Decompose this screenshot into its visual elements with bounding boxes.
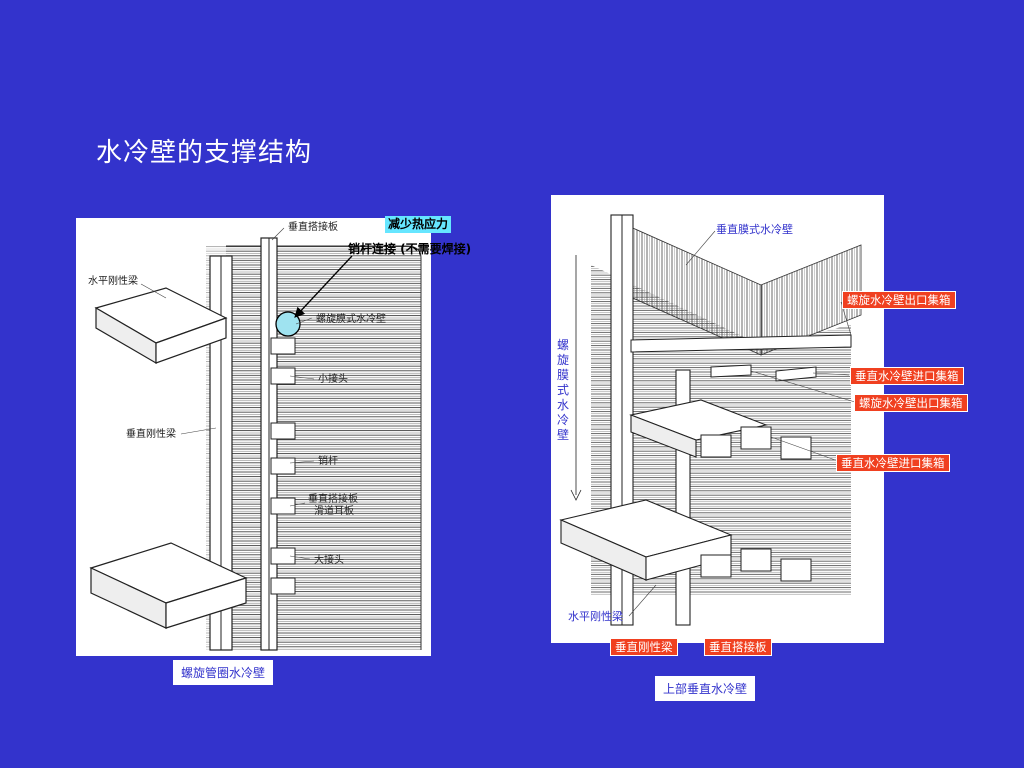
spiral-wall-support-drawing: 垂直搭接板 水平刚性梁 螺旋膜式水冷壁 小接头 垂直刚性梁 销杆 垂直搭接板 滑… (88, 220, 422, 651)
upper-vertical-wall-drawing: 垂直膜式水冷壁 水平刚性梁 (559, 214, 862, 626)
label-vertical-plate: 垂直搭接板 (288, 220, 338, 233)
label-plate-slide-1: 垂直搭接板 (308, 492, 358, 505)
page-title: 水冷壁的支撑结构 (96, 138, 313, 168)
label-vertical-inlet-header-1: 垂直水冷壁进口集箱 (850, 367, 964, 385)
label-spiral-wall: 螺旋膜式水冷壁 (316, 312, 386, 325)
label-vertical-membrane-wall: 垂直膜式水冷壁 (716, 222, 793, 236)
label-pin: 销杆 (318, 454, 338, 467)
caption-right: 上部垂直水冷壁 (655, 676, 756, 701)
tube-bundle (206, 246, 421, 650)
label-vertical-lap-plate: 垂直搭接板 (704, 638, 772, 656)
label-spiral-outlet-header-1: 螺旋水冷壁出口集箱 (842, 291, 956, 309)
label-vertical-inlet-header-2: 垂直水冷壁进口集箱 (836, 454, 950, 472)
label-vertical-beam: 垂直刚性梁 (126, 427, 176, 440)
label-spiral-outlet-header-2: 螺旋水冷壁出口集箱 (854, 394, 968, 412)
label-small-joint: 小接头 (318, 372, 348, 385)
caption-left: 螺旋管圈水冷壁 (173, 660, 274, 685)
callout-pin-connection: 销杆连接 (不需要焊接) (348, 242, 472, 256)
label-horizontal-beam: 水平刚性梁 (88, 274, 138, 287)
right-diagram: 垂直膜式水冷壁 水平刚性梁 (551, 195, 884, 643)
label-plate-slide-2: 滑道耳板 (314, 504, 354, 517)
label-horizontal-beam-right: 水平刚性梁 (568, 609, 623, 623)
left-diagram: 垂直搭接板 水平刚性梁 螺旋膜式水冷壁 小接头 垂直刚性梁 销杆 垂直搭接板 滑… (76, 218, 431, 656)
callout-reduce-stress: 减少热应力 (385, 216, 452, 233)
label-large-joint: 大接头 (314, 553, 344, 566)
label-vertical-rigid-beam: 垂直刚性梁 (610, 638, 678, 656)
vertical-wall-right (760, 244, 862, 356)
stress-callout-circle (275, 311, 301, 337)
label-spiral-membrane-wall-vertical: 螺旋膜式水冷壁 (556, 338, 570, 443)
